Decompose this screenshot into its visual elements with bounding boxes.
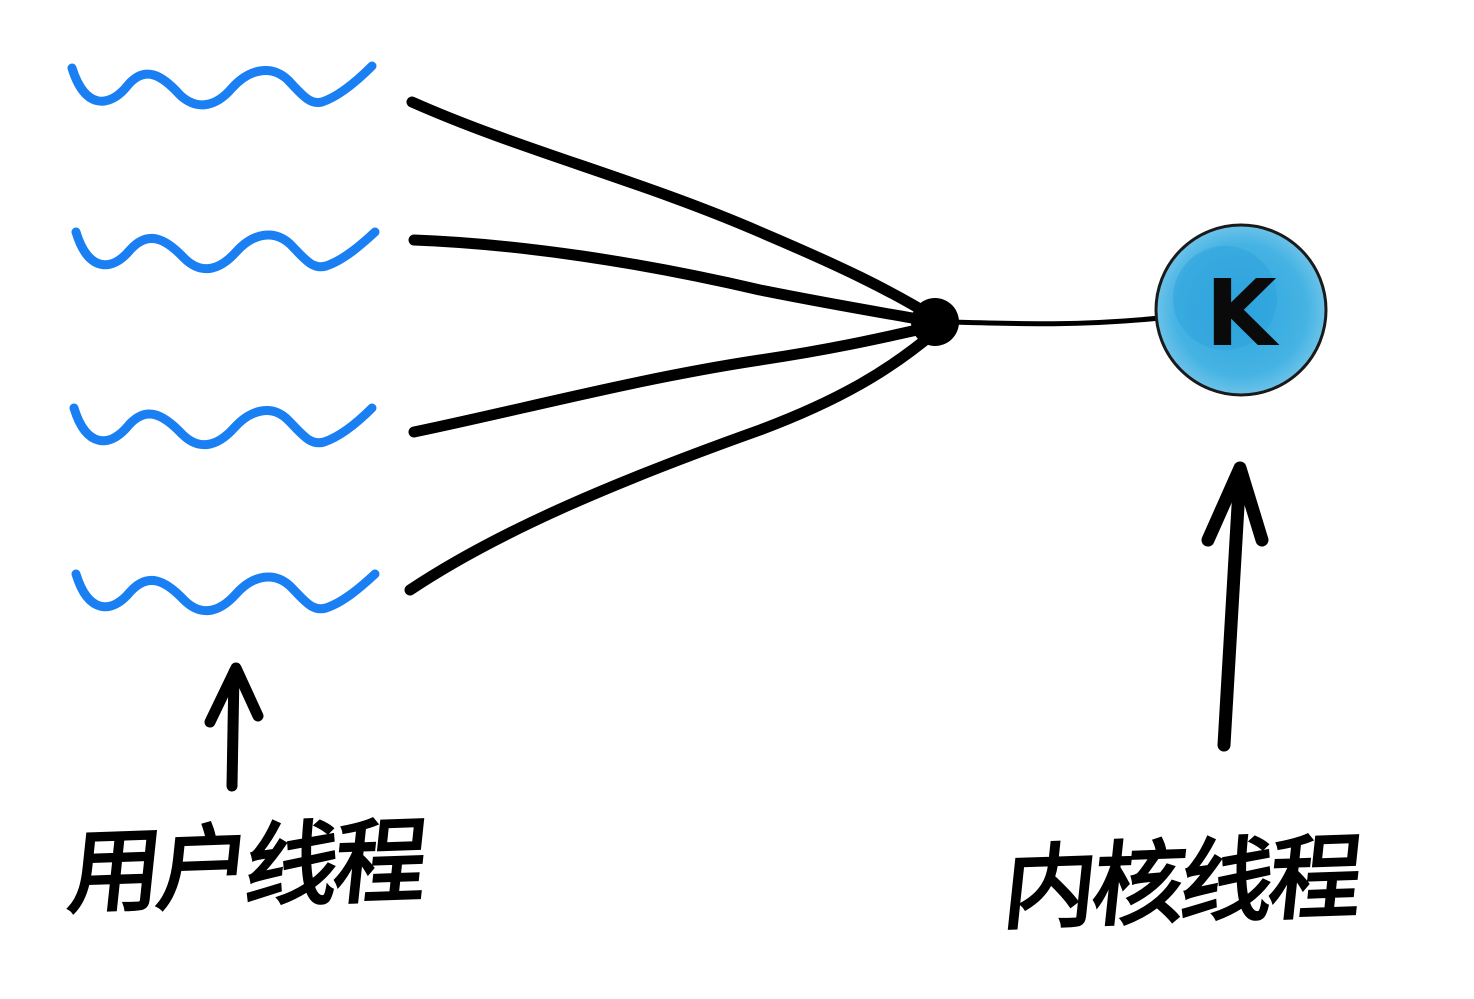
user-thread-wave-4 [71,569,380,616]
kernel-thread-node: K [1154,223,1328,397]
arrow-group [204,461,1269,792]
connector-line-2 [408,234,941,328]
kernel-circle-shade [1173,246,1277,350]
user-threads-label: 用户线程 [63,807,429,928]
user-thread-wave-3 [69,403,377,450]
user-thread-arrow [204,662,264,792]
kernel-node-letter: K [1205,260,1280,367]
connector-group [404,96,1163,596]
user-thread-wave-1 [67,61,377,110]
kernel-circle [1154,223,1328,397]
user-thread-wave-2 [71,227,380,274]
kernel-thread-arrow [1201,461,1269,752]
kernel-link-line [947,315,1163,327]
user-thread-group [67,61,380,616]
connector-line-4 [404,326,941,596]
kernel-thread-label: 内核线程 [998,823,1364,944]
connector-line-1 [406,96,941,324]
junction-node [911,298,959,346]
connector-line-3 [408,320,941,438]
